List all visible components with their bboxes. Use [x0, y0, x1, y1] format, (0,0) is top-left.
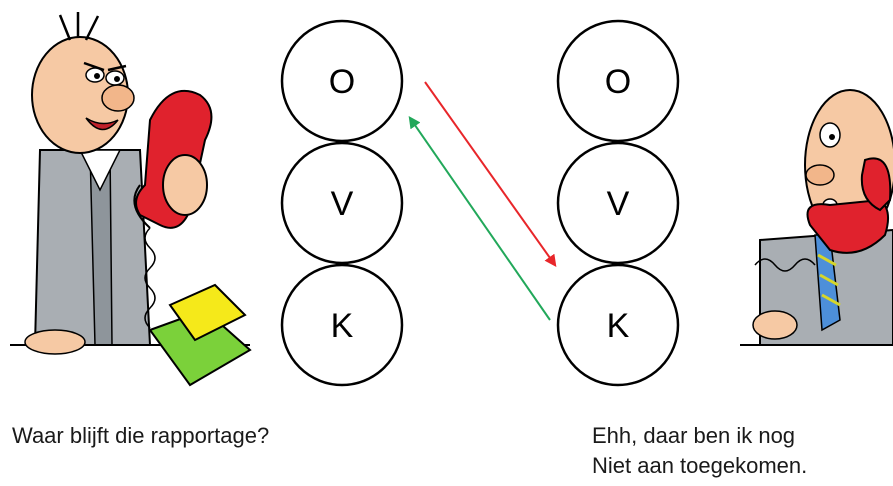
left-caption: Waar blijft die rapportage?	[12, 423, 270, 448]
request-arrow	[424, 81, 557, 267]
response-arrow	[408, 116, 551, 321]
right-caption-line2: Niet aan toegekomen.	[592, 453, 808, 478]
left-stack: O V K	[280, 19, 404, 387]
right-stack-item: K	[556, 263, 680, 387]
right-stack-letter: K	[607, 307, 630, 345]
left-stack-letter: O	[329, 63, 355, 101]
right-stack-item: O	[556, 19, 680, 143]
right-caption: Ehh, daar ben ik nog Niet aan toegekomen…	[592, 421, 807, 481]
surprised-man-figure	[740, 89, 893, 346]
left-stack-item: V	[280, 141, 404, 265]
right-stack-letter: V	[607, 185, 630, 223]
left-stack-letter: V	[331, 185, 354, 223]
right-stack-letter: O	[605, 63, 631, 101]
left-stack-item: K	[280, 263, 404, 387]
right-stack-item: V	[556, 141, 680, 265]
papers-illustration	[148, 283, 252, 387]
right-stack: O V K	[556, 19, 680, 387]
left-stack-letter: K	[331, 307, 354, 345]
right-caption-line1: Ehh, daar ben ik nog	[592, 423, 796, 448]
left-stack-item: O	[280, 19, 404, 143]
